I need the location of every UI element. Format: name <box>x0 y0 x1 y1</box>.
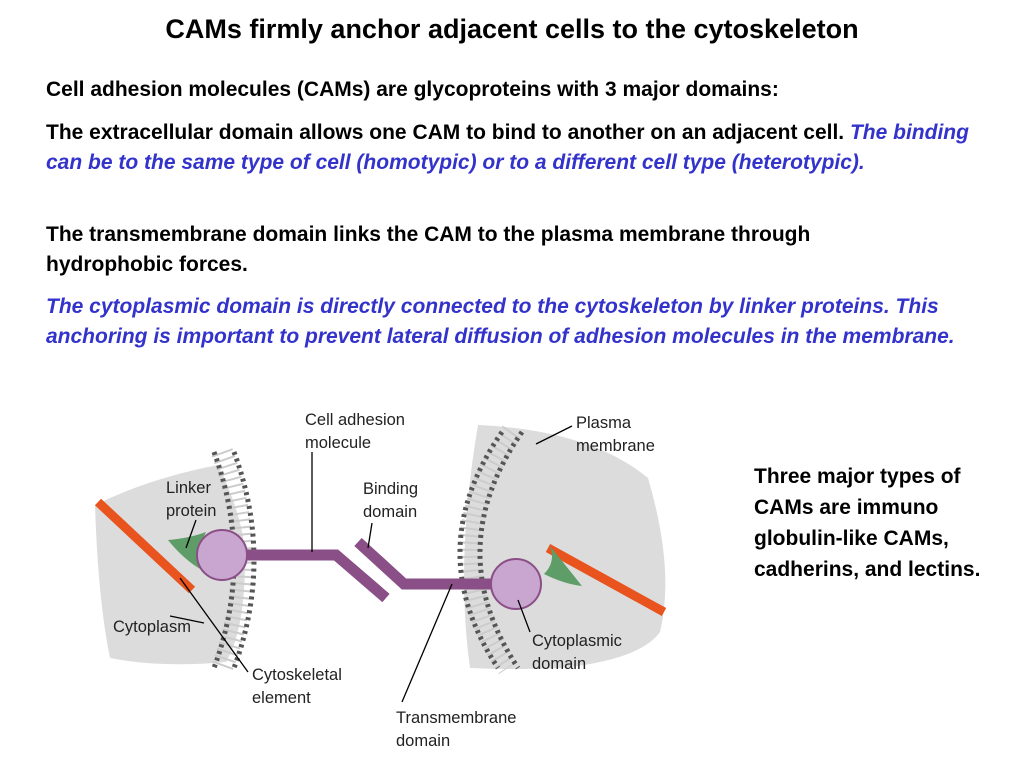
label-transmembrane-1: Transmembrane <box>396 709 516 727</box>
leader-binding <box>367 522 373 549</box>
extracellular-highlight: The binding can be to the same type of c… <box>46 121 969 174</box>
left-cam-rod <box>240 549 390 603</box>
label-transmembrane-2: domain <box>396 732 450 750</box>
leader-cytoskeletal <box>179 577 249 673</box>
label-cytoplasmic-2: domain <box>532 655 586 673</box>
extracellular-text: The extracellular domain allows one CAM … <box>46 121 850 144</box>
cam-types-note: Three major types of CAMs are immuno glo… <box>754 465 981 581</box>
extracellular-paragraph: The extracellular domain allows one CAM … <box>46 118 976 178</box>
label-plasma-2: membrane <box>576 437 655 455</box>
label-cytoskeletal-1: Cytoskeletal <box>252 666 342 684</box>
right-cam-sphere <box>490 558 542 610</box>
left-cytoskeletal-element <box>94 498 196 594</box>
right-plasma-membrane <box>457 425 525 675</box>
label-cytoplasm: Cytoplasm <box>113 618 191 636</box>
slide-title: CAMs firmly anchor adjacent cells to the… <box>165 14 859 44</box>
label-binding-2: domain <box>363 503 417 521</box>
leader-plasma <box>535 425 573 445</box>
label-cam-2: molecule <box>305 434 371 452</box>
leader-cytoplasmic <box>517 599 531 633</box>
label-linker-2: protein <box>166 502 216 520</box>
right-linker-protein <box>544 546 582 586</box>
left-cam-sphere <box>196 529 248 581</box>
leader-cytoplasm <box>169 615 205 624</box>
leader-lines <box>169 425 573 703</box>
leader-linker <box>185 519 197 549</box>
intro-text: Cell adhesion molecules (CAMs) are glyco… <box>46 78 779 101</box>
transmembrane-paragraph: The transmembrane domain links the CAM t… <box>46 223 811 276</box>
leader-transmembrane <box>401 583 453 703</box>
label-linker-1: Linker <box>166 479 211 497</box>
label-cytoskeletal-2: element <box>252 689 311 707</box>
left-plasma-membrane <box>211 448 257 672</box>
label-binding-1: Binding <box>363 480 418 498</box>
right-cam-rod <box>354 537 500 590</box>
label-cytoplasmic-1: Cytoplasmic <box>532 632 622 650</box>
label-cam-1: Cell adhesion <box>305 411 405 429</box>
label-plasma-1: Plasma <box>576 414 632 432</box>
left-linker-protein <box>168 532 206 570</box>
cytoplasmic-paragraph: The cytoplasmic domain is directly conne… <box>46 295 955 348</box>
right-cytoskeletal-element <box>545 544 667 616</box>
